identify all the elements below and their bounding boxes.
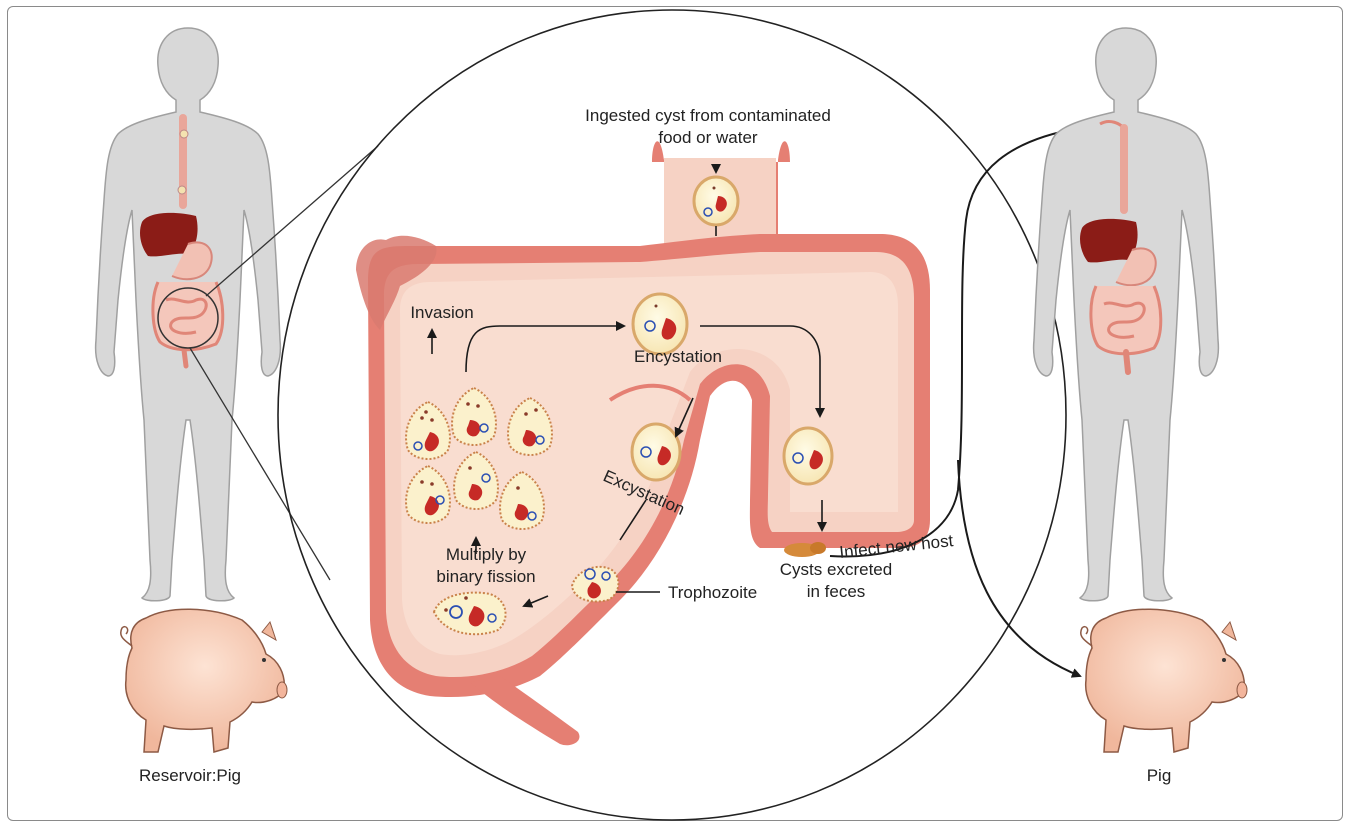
ingested-label-line1: Ingested cyst from contaminated — [585, 106, 831, 125]
right-liver-icon — [1080, 219, 1138, 263]
cyst-ingested — [694, 177, 738, 225]
cysts-excreted-line1: Cysts excreted — [780, 560, 892, 579]
multiply-label-line1: Multiply by — [446, 545, 527, 564]
cysts-excreted-line2: in feces — [807, 582, 866, 601]
encystation-label: Encystation — [634, 347, 722, 366]
right-human-figure — [1034, 28, 1219, 601]
pig-label: Pig — [1147, 766, 1172, 785]
right-pig-icon — [1081, 609, 1247, 752]
ingested-label-line2: food or water — [658, 128, 758, 147]
left-human-figure — [96, 28, 281, 601]
cyst-encystation — [633, 294, 687, 354]
reservoir-label: Reservoir:Pig — [139, 766, 241, 785]
cyst-excystation — [632, 424, 680, 480]
cyst-descending — [784, 428, 832, 484]
invasion-label: Invasion — [410, 303, 473, 322]
multiply-label-line2: binary fission — [436, 567, 535, 586]
left-pig-icon — [121, 609, 287, 752]
trophozoite-label: Trophozoite — [668, 583, 757, 602]
